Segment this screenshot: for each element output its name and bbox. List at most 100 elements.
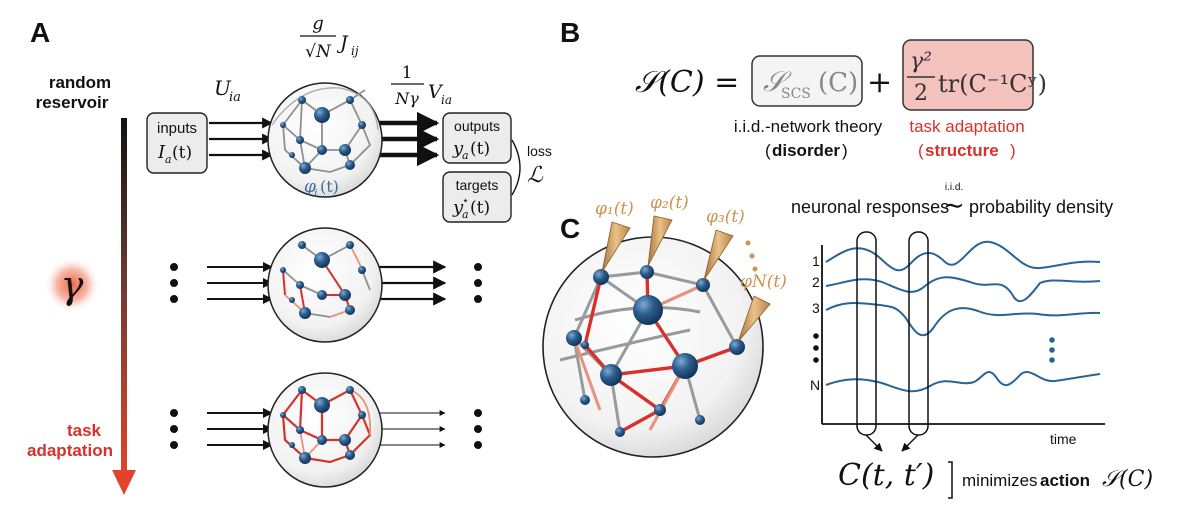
svg-text:i: i — [314, 187, 318, 200]
panel-c-letter: C — [560, 213, 580, 244]
svg-text:): ) — [842, 141, 848, 160]
caption-structure: ( structure ) — [918, 141, 1016, 160]
svg-text:⋆: ⋆ — [462, 194, 469, 207]
trace-ellipsis — [1049, 337, 1055, 363]
inputs-box: inputs I a (t) — [146, 112, 208, 174]
row2-ellipsis-right — [474, 263, 482, 303]
probe-label-n: φN(t) — [740, 272, 787, 292]
correlation-symbol: C(t, t′) — [838, 458, 934, 493]
svg-text:I: I — [157, 142, 166, 163]
row3-ellipsis-right — [474, 409, 482, 449]
svg-text:structure: structure — [925, 141, 999, 160]
title-probability-density: probability density — [969, 197, 1113, 217]
panel-a-letter: A — [30, 17, 50, 48]
action-text: action — [1040, 471, 1090, 490]
label-adaptation: adaptation — [27, 441, 113, 460]
svg-text:(C): (C) — [818, 68, 858, 98]
svg-text:y: y — [452, 197, 464, 218]
readout-weight-label: 1 Nγ V ia — [391, 63, 452, 108]
svg-text:√N: √N — [305, 42, 332, 62]
svg-text:y: y — [452, 138, 464, 159]
svg-text:SCS: SCS — [781, 86, 811, 102]
svg-text:inputs: inputs — [157, 120, 197, 137]
svg-text:outputs: outputs — [454, 118, 500, 134]
probe-label-2: φ₂(t) — [650, 193, 689, 213]
term-disorder: 𝒮 SCS (C) — [751, 55, 863, 107]
network-intermediate — [267, 227, 383, 343]
svg-text:targets: targets — [456, 177, 499, 193]
svg-text:(t): (t) — [172, 143, 192, 163]
row-label-3: 3 — [812, 300, 820, 316]
svg-text:ia: ia — [229, 90, 241, 105]
gamma-symbol: γ — [61, 263, 84, 307]
row-label-n: N — [810, 377, 820, 393]
svg-text:V: V — [428, 81, 444, 103]
time-axis-label: time — [1050, 431, 1077, 447]
svg-text:Nγ: Nγ — [394, 89, 419, 108]
svg-text:ia: ia — [441, 93, 452, 107]
svg-text:(: ( — [765, 141, 771, 160]
time-slice-arrows — [865, 434, 919, 452]
svg-text:a: a — [165, 153, 172, 166]
input-weight-label: U ia — [214, 76, 241, 105]
svg-text:): ) — [1010, 141, 1016, 160]
svg-text:φ: φ — [304, 177, 316, 197]
svg-text:J: J — [336, 32, 349, 54]
row3-output-arrows — [378, 410, 446, 448]
svg-text:a: a — [462, 149, 469, 162]
recurrent-weight-label: g √N J ij — [300, 13, 359, 62]
label-reservoir: reservoir — [36, 93, 109, 112]
probe-label-3: φ₃(t) — [706, 207, 745, 227]
minimizes-text: minimizes — [962, 471, 1038, 490]
equation-bracket — [948, 461, 953, 499]
network-adapted — [267, 372, 383, 488]
svg-text:(t): (t) — [470, 198, 490, 218]
row3-input-arrows — [207, 408, 273, 450]
probes — [601, 215, 771, 343]
title-iid-label: i.i.d. — [945, 182, 963, 193]
targets-box: targets y ⋆ a (t) — [442, 171, 512, 223]
row3-ellipsis-left — [170, 409, 178, 449]
svg-text:1: 1 — [402, 63, 413, 83]
svg-text:(t): (t) — [320, 177, 339, 196]
row-label-2: 2 — [812, 274, 820, 290]
label-random: random — [49, 73, 111, 92]
svg-text:g: g — [312, 13, 324, 34]
loss-label: loss — [527, 143, 552, 159]
svg-text:tr(C⁻¹Cʸ): tr(C⁻¹Cʸ) — [938, 70, 1047, 98]
caption-task-adaptation: task adaptation — [909, 117, 1024, 136]
action-symbol: 𝒮(C) — [1102, 467, 1153, 492]
loss-bracket — [511, 139, 521, 196]
gamma-glow — [44, 257, 100, 313]
title-tilde: ∼ — [943, 191, 965, 221]
outputs-box: outputs y a (t) — [442, 112, 512, 164]
caption-iid-network: i.i.d.-network theory — [734, 117, 883, 136]
svg-text:(: ( — [918, 141, 924, 160]
raster-axes — [821, 245, 1105, 425]
svg-text:a: a — [462, 208, 469, 221]
term-structure: γ² 2 tr(C⁻¹Cʸ) — [902, 39, 1047, 111]
gamma-axis — [112, 118, 136, 495]
label-task: task — [67, 421, 102, 440]
title-neuronal-responses: neuronal responses — [791, 197, 949, 217]
svg-text:disorder: disorder — [772, 141, 840, 160]
probe-label-1: φ₁(t) — [595, 199, 634, 219]
action-lhs: 𝒮(C) = — [635, 65, 739, 100]
network-random: φ i (t) — [267, 82, 383, 200]
neuronal-traces — [825, 240, 1101, 393]
svg-text:γ²: γ² — [910, 49, 932, 74]
plus-sign: + — [867, 65, 892, 100]
svg-text:2: 2 — [914, 81, 928, 106]
panel-b-letter: B — [560, 17, 580, 48]
caption-disorder: ( structure disorder ) — [765, 141, 848, 160]
svg-text:U: U — [214, 76, 232, 100]
row2-input-arrows — [207, 262, 273, 304]
row-ellipsis — [813, 333, 819, 363]
row1-output-arrows — [378, 111, 440, 167]
loss-symbol: ℒ — [527, 163, 544, 188]
svg-text:(t): (t) — [470, 139, 490, 159]
row1-input-arrows — [209, 117, 274, 161]
row2-output-arrows — [378, 260, 447, 306]
row-label-1: 1 — [812, 253, 820, 269]
